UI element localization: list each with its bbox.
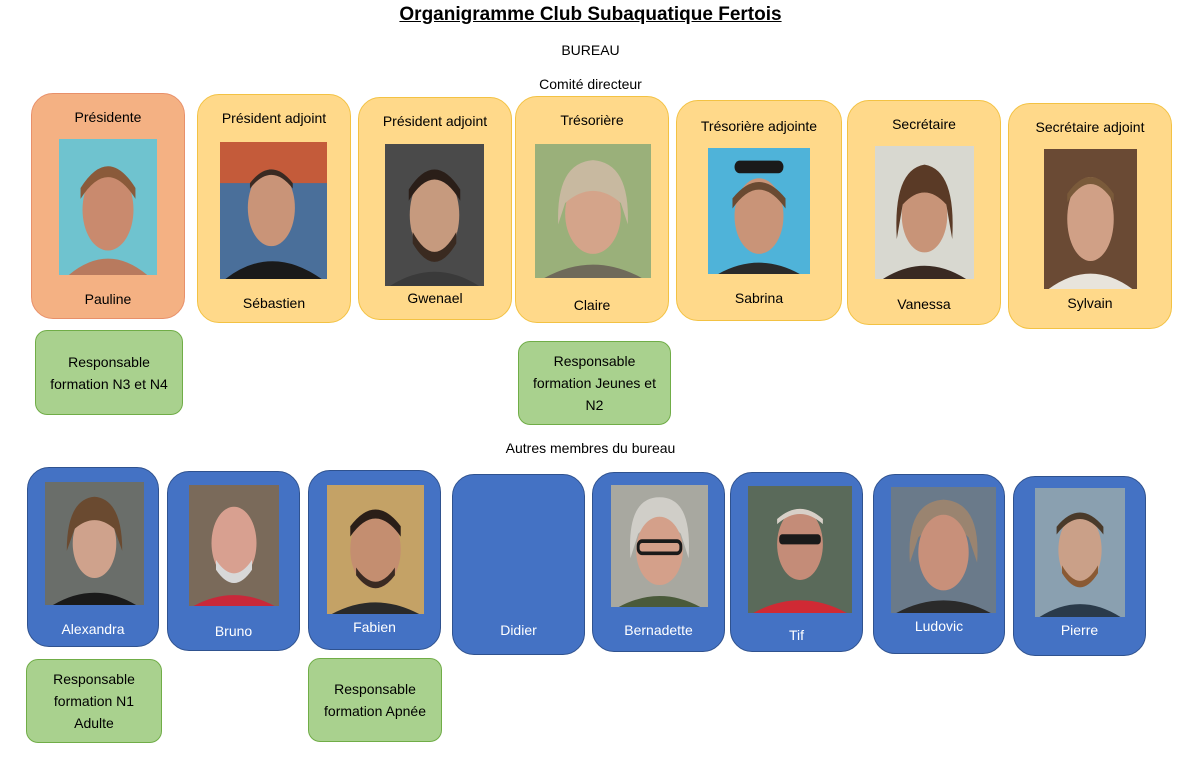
bureau-label: BUREAU <box>561 42 620 58</box>
person-name: Fabien <box>353 619 396 635</box>
role-label: Président adjoint <box>221 110 327 126</box>
person-name: Sabrina <box>734 290 784 306</box>
person-name: Bruno <box>214 623 253 639</box>
portrait-photo <box>59 139 157 275</box>
page-title: Organigramme Club Subaquatique Fertois <box>399 4 782 25</box>
portrait-photo <box>748 486 852 613</box>
card-president-adjoint-1: Président adjoint Sébastien <box>197 94 351 323</box>
card-presidente: Présidente Pauline <box>31 93 185 319</box>
portrait-photo <box>189 485 279 606</box>
card-member: Bruno <box>167 471 300 651</box>
person-name: Tif <box>788 627 805 643</box>
person-name: Gwenael <box>407 290 463 306</box>
card-tresoriere: Trésorière Claire <box>515 96 669 323</box>
card-secretaire-adjoint: Secrétaire adjoint Sylvain <box>1008 103 1172 329</box>
portrait-photo <box>611 485 708 607</box>
card-member: Tif <box>730 472 863 652</box>
portrait-photo <box>385 144 484 286</box>
comite-label: Comité directeur <box>539 76 642 92</box>
portrait-photo <box>220 142 327 279</box>
person-name: Vanessa <box>897 296 951 312</box>
card-member: Pierre <box>1013 476 1146 656</box>
portrait-photo <box>1035 488 1125 617</box>
person-name: Alexandra <box>61 621 125 637</box>
card-president-adjoint-2: Président adjoint Gwenael <box>358 97 512 320</box>
role-label: Trésorière adjointe <box>700 118 818 134</box>
card-member: Alexandra <box>27 467 159 647</box>
person-name: Claire <box>573 297 611 313</box>
portrait-photo <box>708 148 810 274</box>
person-name: Ludovic <box>914 618 964 634</box>
portrait-photo <box>535 144 651 278</box>
portrait-photo <box>891 487 996 613</box>
role-label: Trésorière <box>560 112 624 128</box>
responsable-box: Responsable formation Apnée <box>308 658 442 742</box>
person-name: Didier <box>500 622 537 638</box>
role-label: Président adjoint <box>382 113 488 129</box>
responsable-box: Responsable formation N1 Adulte <box>26 659 162 743</box>
role-label: Secrétaire adjoint <box>1035 119 1145 135</box>
responsable-box: Responsable formation Jeunes et N2 <box>518 341 671 425</box>
card-tresoriere-adjointe: Trésorière adjointe Sabrina <box>676 100 842 321</box>
portrait-photo <box>45 482 144 605</box>
card-member: Ludovic <box>873 474 1005 654</box>
portrait-photo <box>875 146 974 279</box>
person-name: Sébastien <box>242 295 306 311</box>
portrait-photo <box>1044 149 1137 289</box>
person-name: Sylvain <box>1067 295 1113 311</box>
card-secretaire: Secrétaire Vanessa <box>847 100 1001 325</box>
person-name: Bernadette <box>624 622 693 638</box>
portrait-photo <box>327 485 424 614</box>
role-label: Secrétaire <box>892 116 956 132</box>
responsable-box: Responsable formation N3 et N4 <box>35 330 183 415</box>
card-member: Didier <box>452 474 585 655</box>
person-name: Pauline <box>84 291 132 307</box>
card-member: Bernadette <box>592 472 725 652</box>
card-member: Fabien <box>308 470 441 650</box>
person-name: Pierre <box>1060 622 1099 638</box>
role-label: Présidente <box>74 109 142 125</box>
autres-membres-label: Autres membres du bureau <box>505 440 676 456</box>
